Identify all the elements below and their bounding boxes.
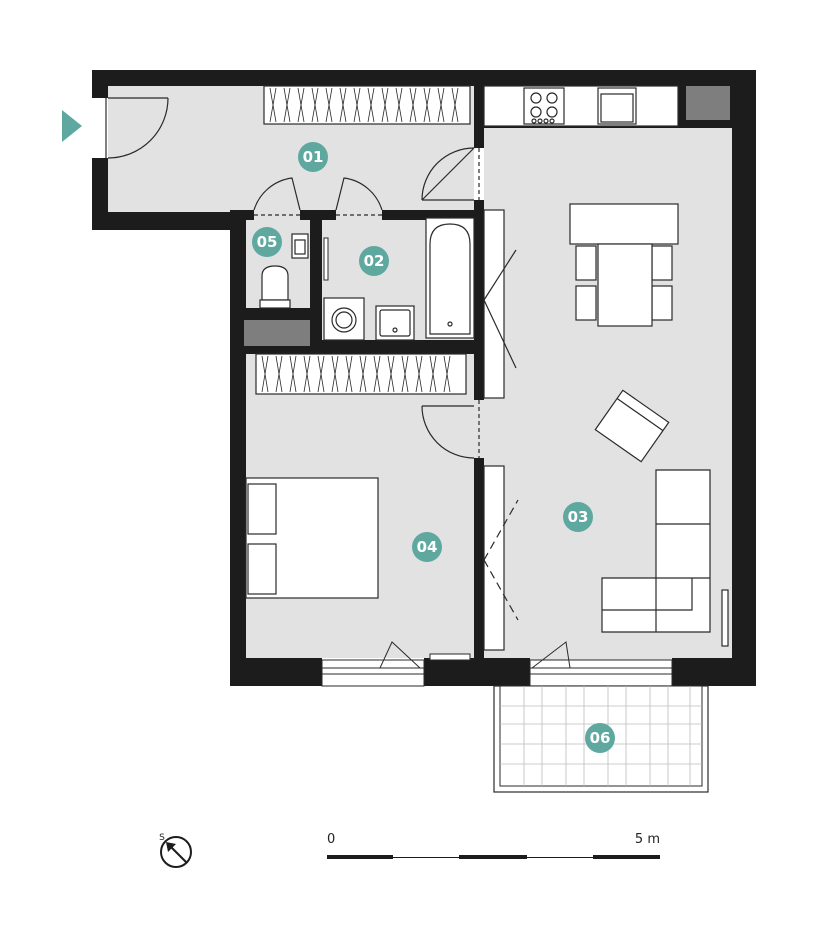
hall-wardrobe	[263, 85, 471, 125]
wall-right	[732, 70, 756, 686]
room-label: 06	[590, 729, 611, 747]
room-label: 03	[568, 508, 589, 526]
wall-left-main	[230, 212, 246, 686]
room-label: 01	[303, 148, 324, 166]
wall-left-upper	[92, 70, 108, 98]
corner-sofa	[601, 469, 729, 647]
scale-bar: 0 5 m	[327, 832, 660, 859]
wall-bed-living	[474, 458, 484, 658]
towel-rail	[323, 237, 329, 281]
wall-top	[92, 70, 756, 86]
bathroom-sink	[375, 305, 415, 341]
washing-machine	[323, 297, 365, 341]
armchair	[594, 389, 670, 463]
wc-basin	[291, 233, 309, 259]
room-badge-01: 01	[298, 142, 328, 172]
shaft-kitchen	[686, 86, 730, 120]
room-label: 02	[364, 252, 385, 270]
wall-bottom-left	[230, 658, 322, 686]
bathtub	[425, 217, 475, 339]
entrance-arrow-icon	[62, 110, 82, 142]
compass-north-arrow-icon: S	[159, 833, 192, 868]
scale-end-label: 5 m	[635, 832, 660, 847]
doors	[92, 97, 484, 459]
wall-hall-bottom	[92, 212, 246, 230]
room-badge-06: 06	[585, 723, 615, 753]
scale-start-label: 0	[327, 832, 335, 847]
room-badge-03: 03	[563, 502, 593, 532]
dining-set	[569, 203, 679, 327]
sliding-panels	[483, 209, 519, 651]
wall-wc-bath	[310, 218, 322, 344]
kitchen-counter	[483, 85, 679, 127]
storage-niche	[244, 320, 310, 346]
wall-bath-living-2	[474, 200, 484, 400]
compass-label: S	[159, 833, 165, 843]
room-label: 05	[257, 233, 278, 251]
windows	[321, 641, 673, 687]
room-badge-04: 04	[412, 532, 442, 562]
bedroom-wardrobe	[255, 353, 467, 395]
wall-bath-living	[474, 86, 484, 148]
walls	[92, 70, 756, 686]
toilet	[259, 265, 291, 309]
room-badge-05: 05	[252, 227, 282, 257]
wall-bottom-mid	[424, 658, 530, 686]
room-badge-02: 02	[359, 246, 389, 276]
entrance-door-opening	[92, 98, 108, 158]
room-label: 04	[417, 538, 438, 556]
wall-wc-bottom	[244, 308, 310, 320]
wall-bottom-right	[672, 658, 756, 686]
double-bed	[245, 477, 379, 599]
